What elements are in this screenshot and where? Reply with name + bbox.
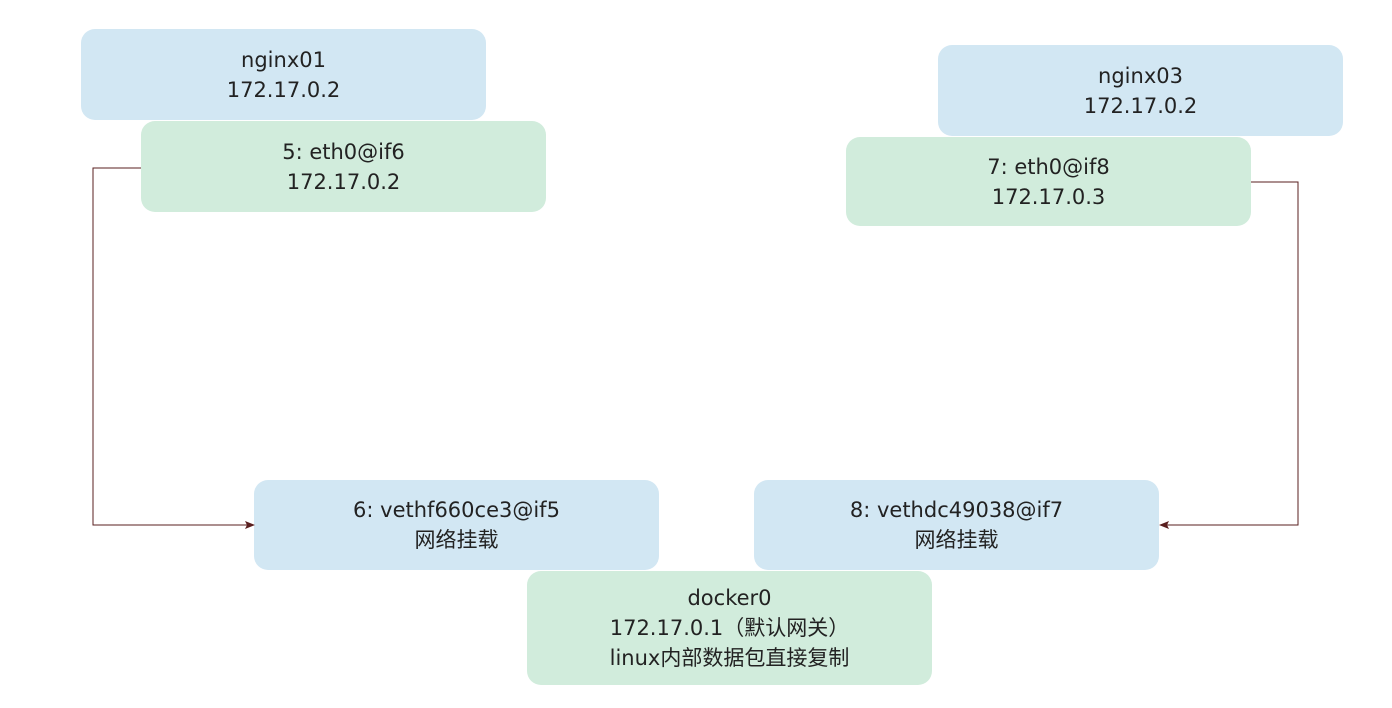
nginx01-ip: 172.17.0.2	[226, 77, 341, 102]
docker0-gateway: 172.17.0.1（默认网关）	[609, 616, 850, 640]
veth-right-note: 网络挂载	[914, 528, 999, 552]
nginx01-container-node: nginx01 172.17.0.2	[81, 29, 486, 120]
right-connector-arrow-icon	[1159, 521, 1169, 529]
veth-left-name: 6: vethf660ce3@if5	[353, 498, 560, 522]
nginx03-container-node: nginx03 172.17.0.2	[938, 45, 1343, 136]
veth-left-interface-node: 6: vethf660ce3@if5 网络挂载	[254, 480, 659, 570]
docker0-name: docker0	[687, 586, 772, 610]
left-connector-arrow-icon	[245, 521, 255, 529]
nginx01-eth0-name: 5: eth0@if6	[282, 139, 405, 164]
nginx03-ip: 172.17.0.2	[1083, 93, 1198, 118]
nginx01-name: nginx01	[241, 47, 326, 72]
veth-left-note: 网络挂载	[414, 528, 499, 552]
nginx01-eth0-ip: 172.17.0.2	[286, 169, 401, 194]
veth-right-interface-node: 8: vethdc49038@if7 网络挂载	[754, 480, 1159, 570]
nginx03-eth0-name: 7: eth0@if8	[987, 154, 1110, 179]
left-connector-line	[92, 167, 248, 526]
docker0-bridge-node: docker0 172.17.0.1（默认网关） linux内部数据包直接复制	[527, 571, 932, 685]
right-connector-line	[1166, 181, 1299, 526]
nginx03-eth0-ip: 172.17.0.3	[991, 184, 1106, 209]
nginx03-name: nginx03	[1098, 63, 1183, 88]
docker0-description: linux内部数据包直接复制	[609, 646, 850, 670]
nginx01-eth0-interface-node: 5: eth0@if6 172.17.0.2	[141, 121, 546, 212]
nginx03-eth0-interface-node: 7: eth0@if8 172.17.0.3	[846, 137, 1251, 226]
veth-right-name: 8: vethdc49038@if7	[849, 498, 1064, 522]
